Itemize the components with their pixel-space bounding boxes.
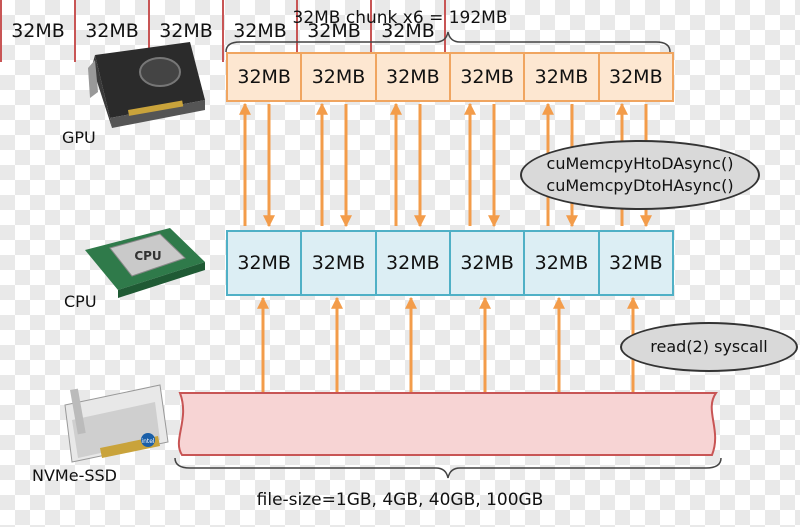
read-syscall-callout: read(2) syscall [620,322,798,372]
cpu-chunk: 32MB [525,232,600,294]
cpu-chunk: 32MB [451,232,526,294]
cpu-chunk: 32MB [377,232,451,294]
gpu-chunk: 32MB [609,66,663,88]
gpu-chunk-row: 32MB 32MB 32MB 32MB 32MB 32MB [226,52,674,102]
bottom-brace [174,457,722,479]
ssd-chunk: 32MB [150,0,224,62]
memcpy-htod-text: cuMemcpyHtoDAsync() [546,154,734,174]
gpu-chunk: 32MB [377,54,451,100]
gpu-card-icon [88,42,205,128]
ssd-brand-text: intel [141,438,155,445]
ssd-chunk: 32MB [372,0,446,62]
ssd-chunk: 32MB [76,0,150,62]
gpu-chunk: 32MB [525,54,600,100]
read-syscall-text: read(2) syscall [650,337,768,357]
cpu-chunk: 32MB [302,232,377,294]
ssd-chunk: 32MB [0,0,76,62]
diagram-title: 32MB chunk x6 = 192MB [292,8,508,28]
ssd-chunk: 32MB [224,0,298,62]
nvme-ssd-card-icon: intel [64,384,169,463]
ssd-cpu-arrows [257,296,639,392]
ssd-chunk-row: 32MB 32MB 32MB 32MB 32MB 32MB [0,0,446,62]
cpu-label: CPU [64,292,97,311]
memcpy-dtoh-text: cuMemcpyDtoHAsync() [546,176,734,195]
ssd-file-shape [177,392,718,456]
memcpy-callout: cuMemcpyHtoDAsync() cuMemcpyDtoHAsync() [520,140,760,210]
ssd-label: NVMe-SSD [32,466,117,485]
cpu-chunk-row: 32MB 32MB 32MB 32MB 32MB 32MB [226,230,674,296]
cpu-chip-icon: CPU [85,228,205,298]
cpu-chip-text: CPU [134,249,161,263]
cpu-chunk: 32MB [228,232,303,294]
top-brace [225,31,671,53]
cpu-chunk: 32MB [609,252,663,274]
gpu-chunk: 32MB [228,54,303,100]
gpu-label: GPU [62,128,96,147]
ssd-chunk: 32MB [298,0,372,62]
gpu-chunk: 32MB [302,54,377,100]
file-size-caption: file-size=1GB, 4GB, 40GB, 100GB [256,490,544,510]
gpu-chunk: 32MB [451,54,526,100]
